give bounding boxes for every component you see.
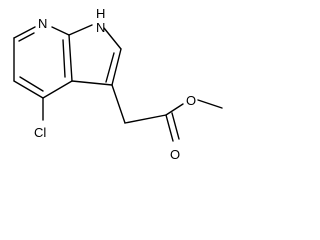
bond-c3a-c7a-double — [62, 39, 66, 78]
bond-c2-c3-double — [105, 52, 115, 83]
bond-c3a-c7a — [68, 34, 73, 82]
atom-label-ring-nitrogen: N — [38, 16, 47, 31]
acetate-side-chain — [111, 84, 223, 142]
bond-c3-c3a — [71, 80, 113, 86]
bond-c7a-n7 — [51, 26, 70, 36]
bond-c3-ch2 — [111, 84, 126, 124]
bond-carbonyl-ester-o — [165, 103, 184, 116]
bond-c5-c4 — [13, 80, 44, 99]
bond-c2-c3 — [111, 48, 122, 86]
bond-ester-o-methyl — [197, 99, 223, 109]
bond-c7a-n1 — [68, 24, 93, 36]
bond-c5-c4-double — [19, 76, 44, 92]
bond-carbonyl-o — [165, 114, 174, 142]
bond-n1-c2 — [103, 27, 122, 50]
bond-ch2-carbonyl — [124, 114, 167, 124]
bond-c4-c3a — [42, 80, 73, 99]
pyrrole-ring — [68, 24, 122, 86]
chemical-structure: N H N Cl O O — [13, 6, 223, 162]
bond-carbonyl-o-double — [171, 112, 180, 140]
atom-label-carbonyl-oxygen: O — [170, 147, 180, 162]
atom-label-nh-nitrogen: N — [96, 20, 105, 35]
bond-n7-c6 — [13, 26, 36, 39]
pyridine-ring — [13, 26, 73, 99]
atom-label-nh-hydrogen: H — [96, 6, 105, 21]
bond-n7-c6-double — [18, 32, 35, 42]
atom-label-ester-oxygen: O — [186, 93, 196, 108]
atom-label-chlorine: Cl — [34, 125, 46, 140]
